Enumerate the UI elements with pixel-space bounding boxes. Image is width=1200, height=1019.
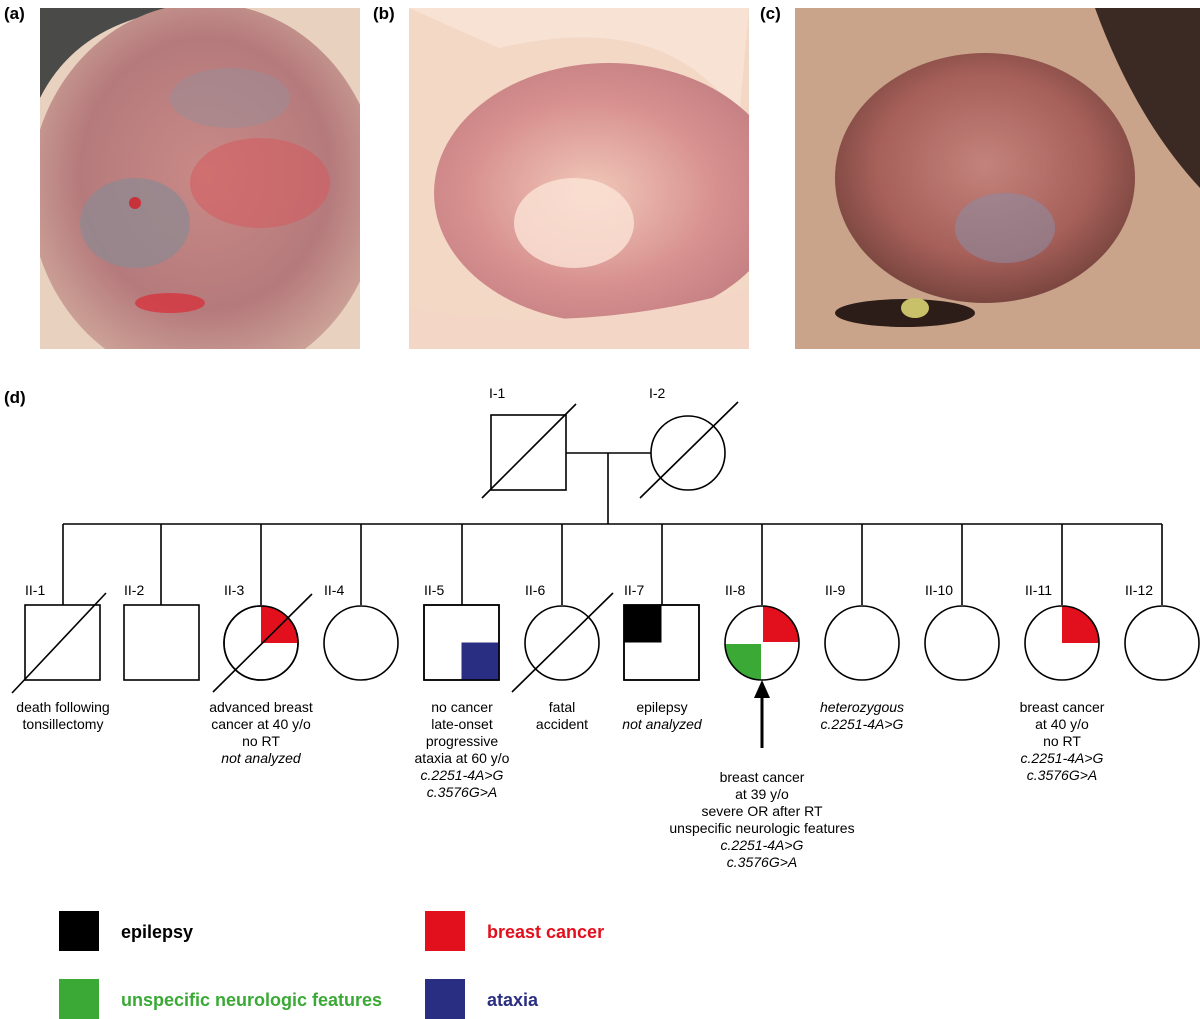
note-II-1-line1: death following — [16, 699, 109, 715]
id-II-8: II-8 — [725, 582, 745, 598]
note-II-5-line2: late-onset — [431, 716, 493, 732]
note-II-9-italic2: c.2251-4A>G — [821, 716, 904, 732]
note-II-1-line2: tonsillectomy — [23, 716, 104, 732]
note-II-3-line2: cancer at 40 y/o — [211, 716, 311, 732]
note-II-7-italic1: not analyzed — [622, 716, 703, 732]
id-II-12: II-12 — [1125, 582, 1153, 598]
note-II-3-italic1: not analyzed — [221, 750, 302, 766]
id-II-2: II-2 — [124, 582, 144, 598]
legend-label-neuro: unspecific neurologic features — [121, 990, 382, 1010]
pedigree-II-10 — [925, 606, 999, 680]
legend-swatch-neuro — [59, 979, 99, 1019]
pedigree-I-2 — [651, 416, 725, 490]
note-II-8-line2: at 39 y/o — [735, 786, 789, 802]
pedigree-II-2 — [124, 605, 199, 680]
legend-swatch-breast-cancer — [425, 911, 465, 951]
clinical-photo-a — [40, 8, 360, 349]
id-II-10: II-10 — [925, 582, 953, 598]
pedigree-II-9 — [825, 606, 899, 680]
pedigree-II-7 — [624, 605, 699, 680]
pedigree-II-6 — [512, 593, 613, 692]
note-II-8-line3: severe OR after RT — [701, 803, 823, 819]
pedigree-II-8 — [725, 606, 799, 680]
legend-label-ataxia: ataxia — [487, 990, 538, 1010]
id-II-3: II-3 — [224, 582, 244, 598]
note-II-3-line3: no RT — [242, 733, 280, 749]
panel-label-a: (a) — [4, 4, 25, 24]
note-II-6-line2: accident — [536, 716, 588, 732]
id-II-4: II-4 — [324, 582, 344, 598]
id-II-5: II-5 — [424, 582, 444, 598]
legend-swatch-epilepsy — [59, 911, 99, 951]
clinical-photo-c — [795, 8, 1200, 349]
pedigree-II-4 — [324, 606, 398, 680]
note-II-11-line1: breast cancer — [1020, 699, 1105, 715]
note-II-5-line1: no cancer — [431, 699, 493, 715]
proband-arrow — [754, 680, 770, 748]
note-II-5-line4: ataxia at 60 y/o — [415, 750, 510, 766]
note-II-9-italic1: heterozygous — [820, 699, 904, 715]
note-II-8-line1: breast cancer — [720, 769, 805, 785]
note-II-11-italic2: c.3576G>A — [1027, 767, 1097, 783]
id-II-9: II-9 — [825, 582, 845, 598]
note-II-8-italic1: c.2251-4A>G — [721, 837, 804, 853]
pedigree-diagram: I-1 I-2 II-1 II-2 II-3 II-4 II-5 II-6 II… — [0, 360, 1200, 890]
note-II-6-line1: fatal — [549, 699, 575, 715]
note-II-8-italic2: c.3576G>A — [727, 854, 797, 870]
note-II-5-line3: progressive — [426, 733, 499, 749]
note-II-11-line3: no RT — [1043, 733, 1081, 749]
legend-swatch-ataxia — [425, 979, 465, 1019]
legend-label-epilepsy: epilepsy — [121, 922, 193, 942]
note-II-3-line1: advanced breast — [209, 699, 313, 715]
note-II-7-line1: epilepsy — [636, 699, 687, 715]
note-II-11-line2: at 40 y/o — [1035, 716, 1089, 732]
id-II-7: II-7 — [624, 582, 644, 598]
pedigree-II-3 — [213, 594, 312, 692]
note-II-8-line4: unspecific neurologic features — [669, 820, 854, 836]
pedigree-II-5 — [424, 605, 499, 680]
id-I-2: I-2 — [649, 385, 666, 401]
id-II-11: II-11 — [1025, 582, 1052, 598]
pedigree-II-1 — [12, 593, 106, 693]
pedigree-II-11 — [1025, 606, 1099, 680]
note-II-11-italic1: c.2251-4A>G — [1021, 750, 1104, 766]
legend-label-breast-cancer: breast cancer — [487, 922, 604, 942]
clinical-photo-b — [409, 8, 749, 349]
id-II-1: II-1 — [25, 582, 45, 598]
panel-label-b: (b) — [373, 4, 395, 24]
panel-label-c: (c) — [760, 4, 781, 24]
note-II-5-italic1: c.2251-4A>G — [421, 767, 504, 783]
pedigree-II-12 — [1125, 606, 1199, 680]
id-I-1: I-1 — [489, 385, 506, 401]
id-II-6: II-6 — [525, 582, 545, 598]
note-II-5-italic2: c.3576G>A — [427, 784, 497, 800]
